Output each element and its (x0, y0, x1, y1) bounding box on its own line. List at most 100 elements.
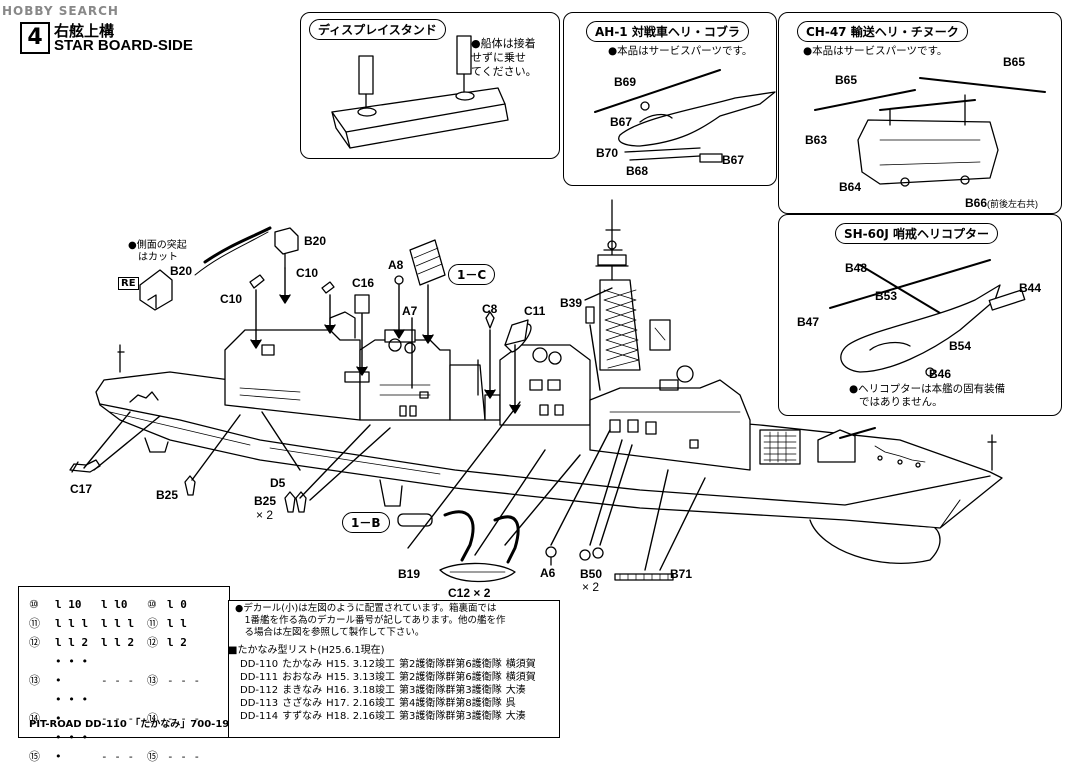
ah1-note: ●本品はサービスパーツです。 (608, 45, 753, 57)
step-title-en: STAR BOARD-SIDE (54, 37, 193, 54)
watermark-text: HOBBY SEARCH (2, 4, 119, 18)
label-b53: B53 (875, 289, 898, 303)
label-b25-second: B25 (254, 494, 277, 508)
label-b19: B19 (398, 567, 421, 581)
label-b67: B67 (610, 115, 633, 129)
cut-note-line: はカット (138, 252, 178, 263)
label-b66: B66(前後左右共) (965, 196, 1038, 210)
info-note-line: る場合は左図を参照して製作して下さい。 (235, 627, 425, 638)
step-title-jp: 右舷上構 (54, 22, 115, 40)
ship-unit: 第4護衛隊群第8護衛隊 (398, 698, 502, 709)
decal-num: ⑪ (29, 617, 40, 630)
label-b66-text: B66 (965, 196, 988, 210)
stand-title: ディスプレイスタンド (309, 19, 446, 40)
ref-1b: 1－B (342, 512, 390, 533)
stand-note: ●船体は接着 せずに乗せ てください。 (471, 37, 537, 79)
watermark: HOBBY SEARCH (2, 4, 119, 18)
label-c11: C11 (524, 304, 546, 318)
ship-date: H16. 3.18竣工 (326, 685, 395, 696)
decal-row: ⑬• • • •- - -⑬- - - (29, 652, 200, 690)
info-note-line: ●デカール(小)は左図のように配置されています。箱裏面では (235, 603, 497, 614)
ship-port: 呉 (505, 698, 516, 709)
ah1-title: AH-1 対戦車ヘリ・コブラ (586, 21, 749, 42)
ship-date: H15. 3.13竣工 (326, 672, 395, 683)
label-b65: B65 (835, 73, 858, 87)
decal-d: l 2 (167, 636, 187, 649)
ship-no: DD-112 (240, 685, 279, 696)
ch47-art (814, 77, 1046, 187)
ship-name: おおなみ (282, 672, 323, 683)
decal-row: ⑭• • • •- - -⑭- - - (29, 690, 200, 728)
label-d5: D5 (270, 476, 286, 490)
decal-c: ⑫ (147, 636, 158, 649)
floating-parts (69, 227, 674, 583)
info-notes: ●デカール(小)は左図のように配置されています。箱裏面では 1番艦を作る為のデカ… (235, 603, 506, 639)
ship-name: すずなみ (282, 711, 323, 722)
decal-row: ⑮• • • •- - -⑮- - - (29, 728, 200, 766)
label-cut-b20: B20 (170, 264, 193, 278)
decal-num: ⑩ (29, 598, 39, 611)
label-x2-b25: × 2 (256, 508, 274, 522)
label-x2-b50: × 2 (582, 580, 600, 594)
ship-no: DD-110 (240, 659, 279, 670)
label-b70: B70 (596, 146, 619, 160)
label-c10: C10 (220, 292, 243, 306)
inset-ch47: CH-47 輸送ヘリ・チヌーク ●本品はサービスパーツです。 B65 B65 B… (778, 12, 1062, 214)
decal-b: l l l (101, 617, 135, 630)
inset-sh60j: SH-60J 哨戒ヘリコプター B48 B53 B44 B47 B54 B46 … (778, 214, 1062, 416)
label-b54: B54 (949, 339, 972, 353)
re-badge-text: RE (121, 278, 136, 289)
decal-d: - - - (167, 750, 201, 763)
decal-b: - - - (101, 674, 135, 687)
decal-b: - - - (101, 712, 135, 725)
label-b48: B48 (845, 261, 868, 275)
label-a8: A8 (388, 258, 404, 272)
ship-name: さざなみ (282, 698, 323, 709)
stand-art (331, 35, 509, 149)
ship-name: まきなみ (282, 685, 323, 696)
ship-unit: 第3護衛隊群第3護衛隊 (398, 685, 502, 696)
step-number-box: 4 (20, 22, 50, 54)
label-c12: C12 × 2 (448, 586, 491, 600)
sh60j-note-line: ●ヘリコプターは本艦の固有装備 (849, 383, 1006, 395)
label-a6: A6 (540, 566, 556, 580)
decal-a: • • • • (55, 731, 89, 763)
ship-name: たかなみ (282, 659, 323, 670)
stand-note-line: てください。 (471, 65, 537, 78)
info-panel: ●デカール(小)は左図のように配置されています。箱裏面では 1番艦を作る為のデカ… (228, 600, 560, 738)
cut-note-line: ●側面の突起 (128, 240, 187, 251)
label-b68: B68 (626, 164, 649, 178)
label-b69: B69 (614, 75, 637, 89)
label-b65-second: B65 (1003, 55, 1026, 69)
superstructure (224, 199, 876, 471)
label-b50: B50 (580, 567, 603, 581)
decal-a: • • • • (55, 693, 89, 725)
ch47-note: ●本品はサービスパーツです。 (803, 45, 948, 57)
ship-date: H17. 2.16竣工 (326, 698, 395, 709)
ship-no: DD-113 (240, 698, 279, 709)
decal-a: • • • • (55, 655, 89, 687)
ship-no: DD-111 (240, 672, 279, 683)
decal-num: ⑭ (29, 712, 40, 725)
ship-unit: 第2護衛隊群第6護衛隊 (398, 659, 502, 670)
decal-d: - - - (167, 674, 201, 687)
sh60j-note: ●ヘリコプターは本艦の固有装備 ではありません。 (849, 383, 1005, 409)
ch47-title: CH-47 輸送ヘリ・チヌーク (797, 21, 968, 42)
label-b44: B44 (1019, 281, 1042, 295)
step-number: 4 (27, 25, 43, 50)
ship-port: 横須賀 (505, 659, 536, 670)
label-b71: B71 (670, 567, 693, 581)
label-c10-second: C10 (296, 266, 319, 280)
sh60j-title: SH-60J 哨戒ヘリコプター (835, 223, 999, 244)
label-b46: B46 (929, 367, 952, 381)
